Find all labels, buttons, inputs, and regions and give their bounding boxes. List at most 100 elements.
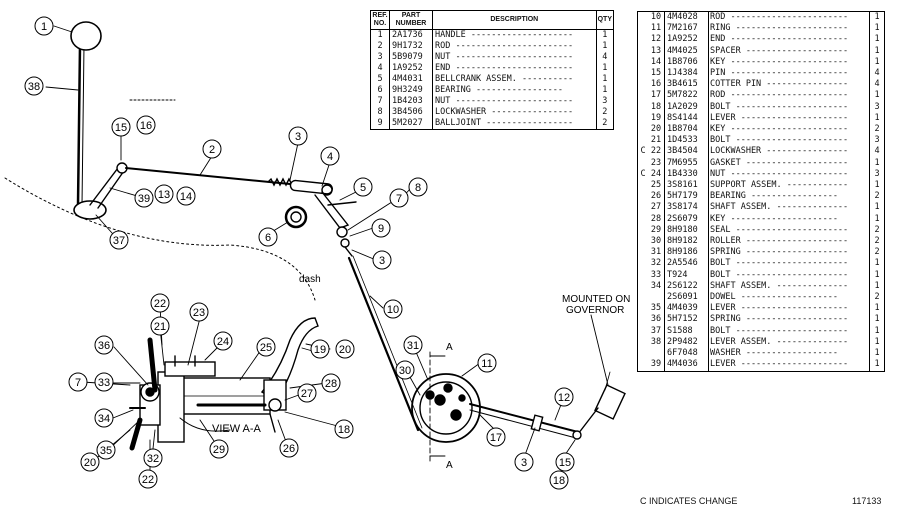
callout-number: 38 bbox=[28, 81, 40, 93]
callout-circle bbox=[111, 117, 131, 137]
callout-circle bbox=[389, 188, 409, 208]
callout-circle bbox=[477, 353, 497, 373]
cell-qty: 1 bbox=[874, 157, 880, 168]
cell-qty: 1 bbox=[874, 348, 880, 359]
cell-qty: 1 bbox=[874, 213, 880, 224]
cell-c bbox=[638, 314, 649, 325]
callout-number: 15 bbox=[115, 122, 127, 134]
cell-qty: 3 bbox=[874, 168, 880, 179]
callout-number: 5 bbox=[360, 182, 366, 194]
cell-qty: 1 bbox=[874, 180, 880, 191]
callout-number: 18 bbox=[338, 424, 350, 436]
cell-part: 8S4144 bbox=[664, 112, 709, 125]
cell-part: 8H9180 bbox=[664, 224, 709, 237]
cell-part: 9H1732 bbox=[389, 41, 433, 52]
cell-part: 1B4203 bbox=[389, 96, 433, 107]
cell-ref: 17 bbox=[648, 90, 665, 102]
callout-circle bbox=[209, 439, 229, 459]
table-row: 2S6091 DOWEL -------------------2 bbox=[638, 292, 885, 304]
cell-c bbox=[638, 102, 649, 113]
callout-number: 19 bbox=[314, 344, 326, 356]
cell-part: 5H7152 bbox=[664, 314, 709, 326]
cell-desc: BEARING ----------------- bbox=[708, 191, 870, 203]
cell-part: 7M6955 bbox=[664, 157, 709, 169]
cell-desc: HANDLE -------------------- bbox=[432, 29, 597, 41]
callout-circle bbox=[34, 16, 54, 36]
cell-qty: 2 bbox=[874, 247, 880, 258]
cell-desc: LOCKWASHER ---------------- bbox=[432, 107, 597, 118]
callout-number: 6 bbox=[265, 232, 271, 244]
cell-qty: 1 bbox=[874, 56, 880, 67]
cell-ref: 31 bbox=[648, 247, 665, 259]
callout-number: 26 bbox=[283, 443, 295, 455]
cell-part: 1D4533 bbox=[664, 135, 709, 147]
callout-circle bbox=[150, 293, 170, 313]
cell-ref: 15 bbox=[648, 68, 665, 80]
callout-number: 22 bbox=[142, 474, 154, 486]
callout-circle bbox=[372, 250, 392, 270]
callout-number: 34 bbox=[98, 413, 110, 425]
cell-qty: 2 bbox=[874, 236, 880, 247]
cell-c bbox=[638, 281, 649, 292]
callout-number: 37 bbox=[113, 235, 125, 247]
view-a-a-label: VIEW A-A bbox=[212, 423, 262, 435]
callout-number: 2 bbox=[209, 144, 215, 156]
cell-desc: ROD ----------------------- bbox=[432, 41, 597, 52]
callout-number: 25 bbox=[260, 342, 272, 354]
cell-c bbox=[638, 214, 649, 225]
callout-circle bbox=[555, 452, 575, 472]
cell-c bbox=[638, 258, 649, 269]
cell-ref: 19 bbox=[648, 112, 665, 125]
cell-desc: BELLCRANK ASSEM. ---------- bbox=[432, 74, 597, 85]
cell-desc: BEARING ----------------- bbox=[432, 85, 597, 96]
callout-circle bbox=[94, 408, 114, 428]
callout-circle bbox=[549, 470, 569, 490]
cell-ref bbox=[648, 292, 665, 304]
cell-qty: 2 bbox=[874, 191, 880, 202]
callout-number: 8 bbox=[415, 182, 421, 194]
cell-c bbox=[638, 124, 649, 135]
cell-part: 1J4384 bbox=[664, 68, 709, 80]
cell-part: 5M2027 bbox=[389, 118, 433, 130]
cell-ref: 33 bbox=[648, 269, 665, 281]
cell-part: 9H3249 bbox=[389, 85, 433, 96]
cell-part: 3S8161 bbox=[664, 180, 709, 192]
cell-qty: 1 bbox=[595, 85, 615, 96]
cell-c bbox=[638, 23, 649, 34]
cell-part: 3B4615 bbox=[664, 79, 709, 91]
cell-ref: 5 bbox=[370, 74, 390, 85]
cell-qty: 1 bbox=[595, 41, 615, 52]
cell-ref: 2 bbox=[370, 41, 390, 52]
callout-number: 27 bbox=[301, 388, 313, 400]
callout-circle bbox=[68, 372, 88, 392]
cell-desc: NUT ----------------------- bbox=[432, 52, 597, 63]
cell-part: 8H9186 bbox=[664, 247, 709, 259]
cell-ref: 16 bbox=[648, 79, 665, 91]
cell-ref: 34 bbox=[648, 280, 665, 293]
cell-part: 2S6079 bbox=[664, 213, 709, 225]
callout-circle bbox=[486, 427, 506, 447]
cell-c bbox=[638, 292, 649, 303]
cell-qty: 1 bbox=[874, 325, 880, 336]
cell-desc: SHAFT ASSEM. -------------- bbox=[708, 202, 870, 214]
cell-desc: ROD ----------------------- bbox=[708, 90, 870, 102]
cell-part: 2S6122 bbox=[664, 280, 709, 293]
cell-qty: 1 bbox=[595, 74, 615, 85]
callout-number: 23 bbox=[193, 307, 205, 319]
cell-part: 4M4039 bbox=[664, 303, 709, 315]
